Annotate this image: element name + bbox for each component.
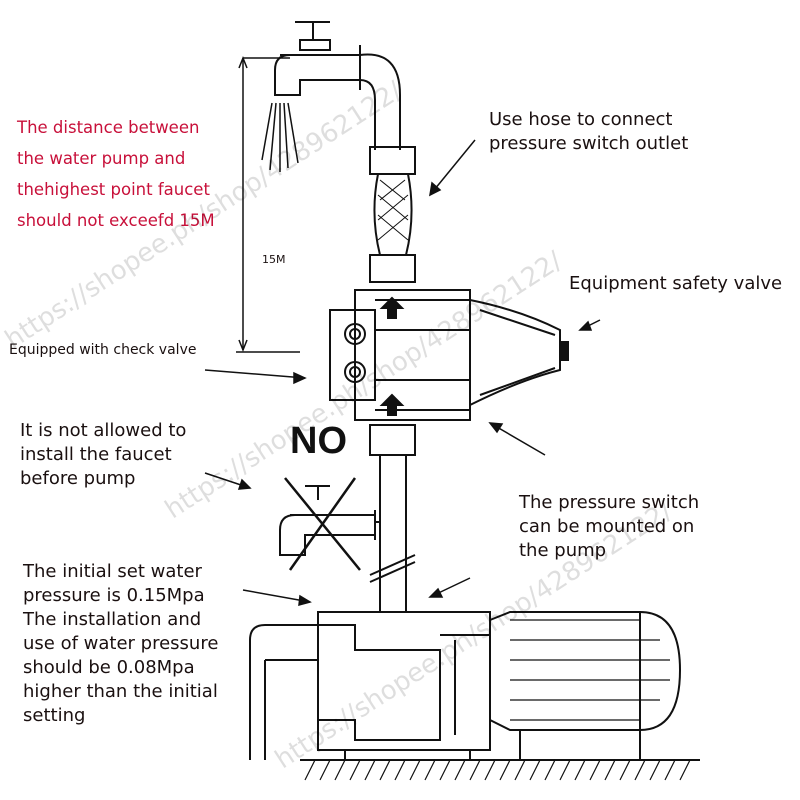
mount-label: The pressure switch can be mounted on th…: [519, 492, 700, 561]
no-faucet-label: It is not allowed to install the faucet …: [20, 420, 187, 489]
height-limit-note: The distance between the water pump and …: [17, 118, 215, 230]
pressure-label: The initial set water pressure is 0.15Mp…: [23, 561, 219, 726]
dimension-line: [236, 55, 300, 353]
hose-label: Use hose to connect pressure switch outl…: [489, 109, 689, 154]
vertical-pipe: [369, 424, 416, 612]
top-faucet: [274, 21, 401, 150]
ground: [300, 759, 700, 781]
no-mark: NO: [290, 420, 347, 462]
pointer-arrows: [204, 139, 601, 607]
water-pump: [249, 611, 682, 760]
dimension-label: 15M: [262, 253, 286, 266]
water-spray: [261, 102, 299, 172]
check-valve-label: Equipped with check valve: [9, 342, 197, 358]
safety-valve-label: Equipment safety valve: [569, 273, 783, 294]
braided-hose: [369, 146, 416, 283]
pressure-switch: [329, 289, 569, 421]
forbidden-faucet: [279, 477, 380, 571]
